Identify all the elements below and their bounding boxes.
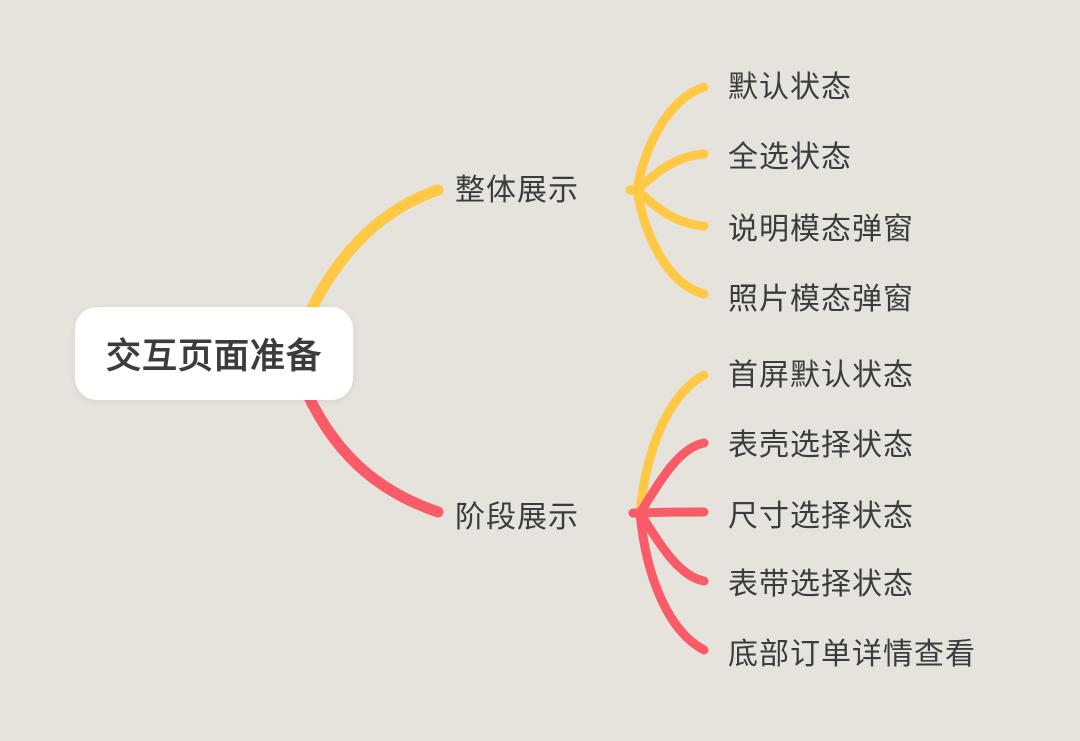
node-root[interactable]: 交互页面准备 <box>75 307 353 400</box>
node-overall-display[interactable]: 整体展示 <box>455 174 579 207</box>
connector-stage-child-4 <box>635 508 709 655</box>
node-instruction-modal[interactable]: 说明模态弹窗 <box>728 213 914 246</box>
connector-stage-child-2 <box>635 507 709 518</box>
node-case-selection-state[interactable]: 表壳选择状态 <box>728 429 914 462</box>
node-stage-display[interactable]: 阶段展示 <box>455 501 579 534</box>
node-strap-selection-state[interactable]: 表带选择状态 <box>728 568 914 601</box>
connector-stage-child-1 <box>635 438 709 518</box>
connector-root-to-stage <box>292 366 444 518</box>
node-photo-modal[interactable]: 照片模态弹窗 <box>728 283 914 316</box>
connector-stage-child-0 <box>635 370 709 518</box>
node-bottom-order-detail[interactable]: 底部订单详情查看 <box>728 638 976 671</box>
node-select-all-state[interactable]: 全选状态 <box>728 141 852 174</box>
connector-overall-child-0 <box>632 82 709 195</box>
connector-overall-child-1 <box>632 149 709 195</box>
node-first-screen-default-state[interactable]: 首屏默认状态 <box>728 359 914 392</box>
node-size-selection-state[interactable]: 尺寸选择状态 <box>728 500 914 533</box>
connector-overall-child-3 <box>632 185 709 299</box>
node-default-state[interactable]: 默认状态 <box>728 71 852 104</box>
